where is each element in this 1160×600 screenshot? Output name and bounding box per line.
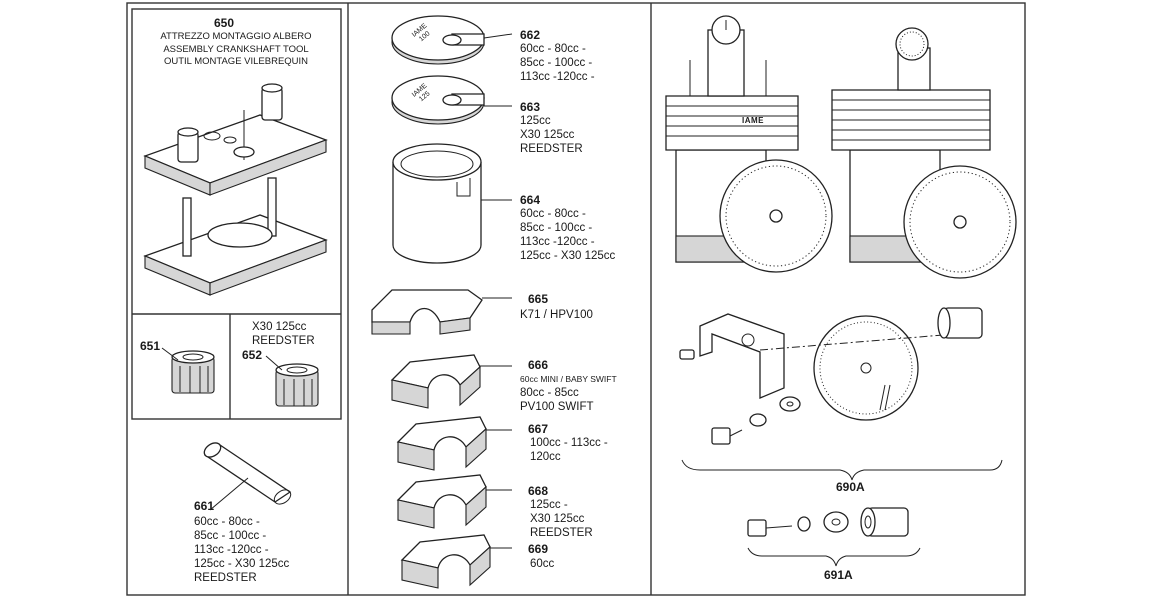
item-650-title: ATTREZZO MONTAGGIO ALBERO ASSEMBLY CRANK… <box>160 31 312 67</box>
item-663-number: 663 <box>520 100 541 114</box>
support-665-drawing <box>371 289 512 335</box>
item-661-number: 661 <box>194 499 215 513</box>
item-651-number: 651 <box>140 339 161 353</box>
bush-652-drawing <box>265 355 319 407</box>
item-666-desc-small: 60cc MINI / BABY SWIFT <box>520 374 617 384</box>
washer-662-drawing <box>391 15 513 65</box>
item-667-desc: 100cc - 113cc - 120cc <box>530 437 608 463</box>
support-667-drawing <box>396 416 512 471</box>
item-650-number: 650 <box>214 16 235 30</box>
item-661-desc: 60cc - 80cc - 85cc - 100cc - 113cc -120c… <box>194 516 290 584</box>
item-669-number: 669 <box>528 542 549 556</box>
item-668-desc: 125cc - X30 125cc REEDSTER <box>530 499 593 539</box>
item-662-number: 662 <box>520 28 541 42</box>
item-663-desc: 125cc X30 125cc REEDSTER <box>520 115 583 155</box>
box-650-group <box>131 8 342 420</box>
press-tool-drawing <box>143 83 328 296</box>
item-652-desc: X30 125cc REEDSTER <box>252 321 315 347</box>
engine-brand-label: IAME <box>742 116 764 125</box>
pin-661-drawing <box>203 442 292 511</box>
kit-691A-parts-drawing <box>747 507 921 567</box>
item-664-number: 664 <box>520 193 541 207</box>
item-662-desc: 60cc - 80cc - 85cc - 100cc - 113cc -120c… <box>520 43 595 83</box>
sleeve-664-drawing <box>392 143 512 264</box>
degree-wheel-left-drawing <box>719 159 833 273</box>
outer-frame <box>126 2 1026 596</box>
support-666-drawing <box>390 354 512 409</box>
kit-691A-number: 691A <box>824 568 853 582</box>
item-666-number: 666 <box>528 358 549 372</box>
item-664-desc: 60cc - 80cc - 85cc - 100cc - 113cc -120c… <box>520 208 616 262</box>
item-665-number: 665 <box>528 292 549 306</box>
item-667-number: 667 <box>528 422 549 436</box>
support-668-drawing <box>396 474 512 529</box>
support-669-drawing <box>400 534 512 589</box>
kit-690A-parts-drawing <box>679 307 1003 481</box>
washer-663-drawing <box>391 75 512 125</box>
degree-wheel-right-drawing <box>903 165 1017 279</box>
item-666-desc: 80cc - 85cc PV100 SWIFT <box>520 387 594 413</box>
item-669-desc: 60cc <box>530 558 555 570</box>
bush-651-drawing <box>161 347 215 394</box>
item-668-number: 668 <box>528 484 549 498</box>
item-665-desc: K71 / HPV100 <box>520 309 593 321</box>
kit-690A-number: 690A <box>836 480 865 494</box>
item-652-number: 652 <box>242 348 263 362</box>
